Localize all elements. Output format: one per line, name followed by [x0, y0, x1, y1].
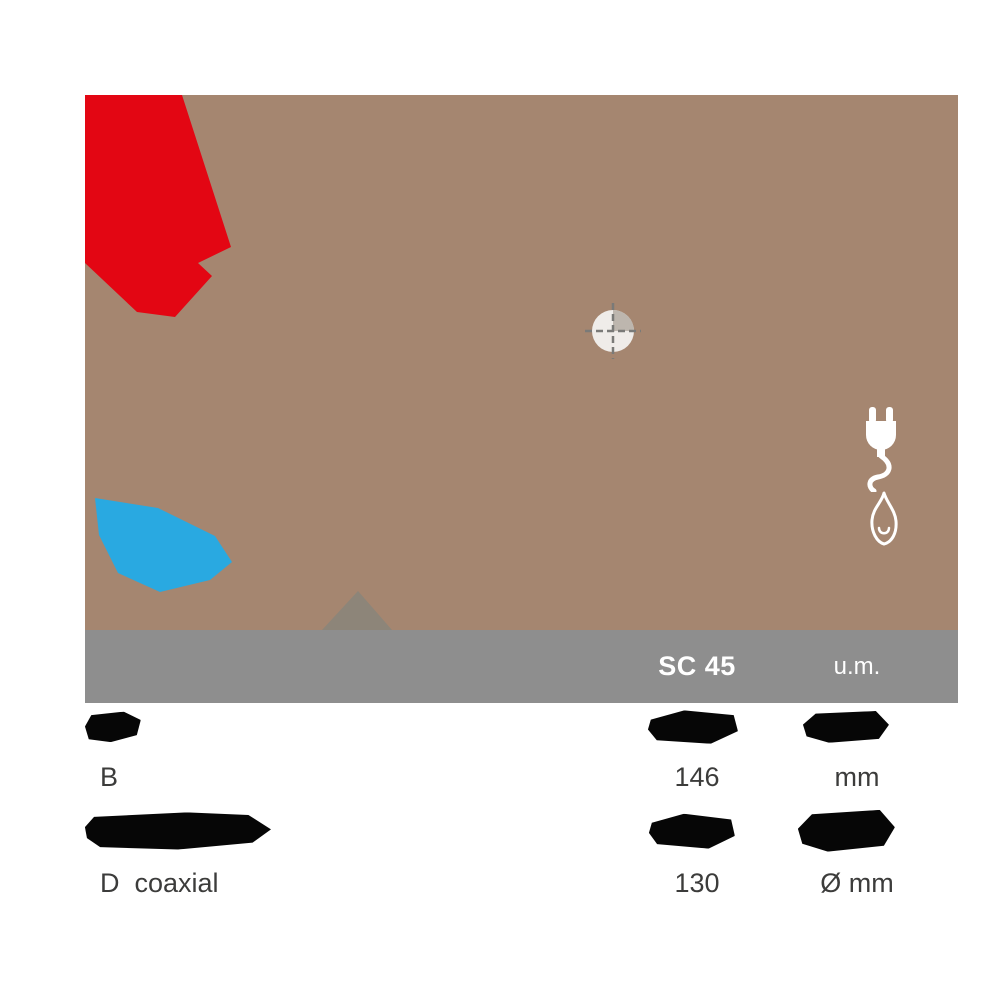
redaction-mark	[648, 710, 739, 745]
column-header-unit: u.m.	[833, 652, 881, 680]
redaction-mark	[797, 809, 895, 852]
redaction-mark	[803, 711, 890, 743]
blue-shape	[95, 498, 232, 592]
redaction-mark	[648, 812, 735, 849]
table-row-c	[85, 804, 958, 857]
row-value: 146	[674, 762, 720, 792]
hero-shapes	[85, 95, 392, 630]
spec-table-header: SC 45 u.m.	[85, 630, 958, 703]
table-row-a	[85, 703, 958, 751]
redaction-mark	[84, 711, 141, 743]
row-unit: mm	[834, 762, 880, 792]
gas-flame-icon	[867, 490, 901, 548]
row-value: 130	[674, 868, 720, 898]
drill-center-mark-icon	[585, 303, 641, 359]
red-shape	[85, 95, 231, 317]
spec-table: B 146 mm D coaxial 130 Ø mm	[85, 703, 958, 910]
row-unit: Ø mm	[820, 868, 894, 898]
electric-plug-icon	[860, 407, 902, 492]
table-row-d: D coaxial 130 Ø mm	[85, 857, 958, 910]
column-header-model: SC 45	[658, 651, 736, 681]
product-image	[85, 95, 958, 630]
redaction-mark	[85, 810, 272, 850]
row-label: D coaxial	[100, 868, 219, 898]
table-row-b: B 146 mm	[85, 751, 958, 804]
row-label: B	[100, 762, 119, 792]
bump-shape	[322, 591, 392, 630]
